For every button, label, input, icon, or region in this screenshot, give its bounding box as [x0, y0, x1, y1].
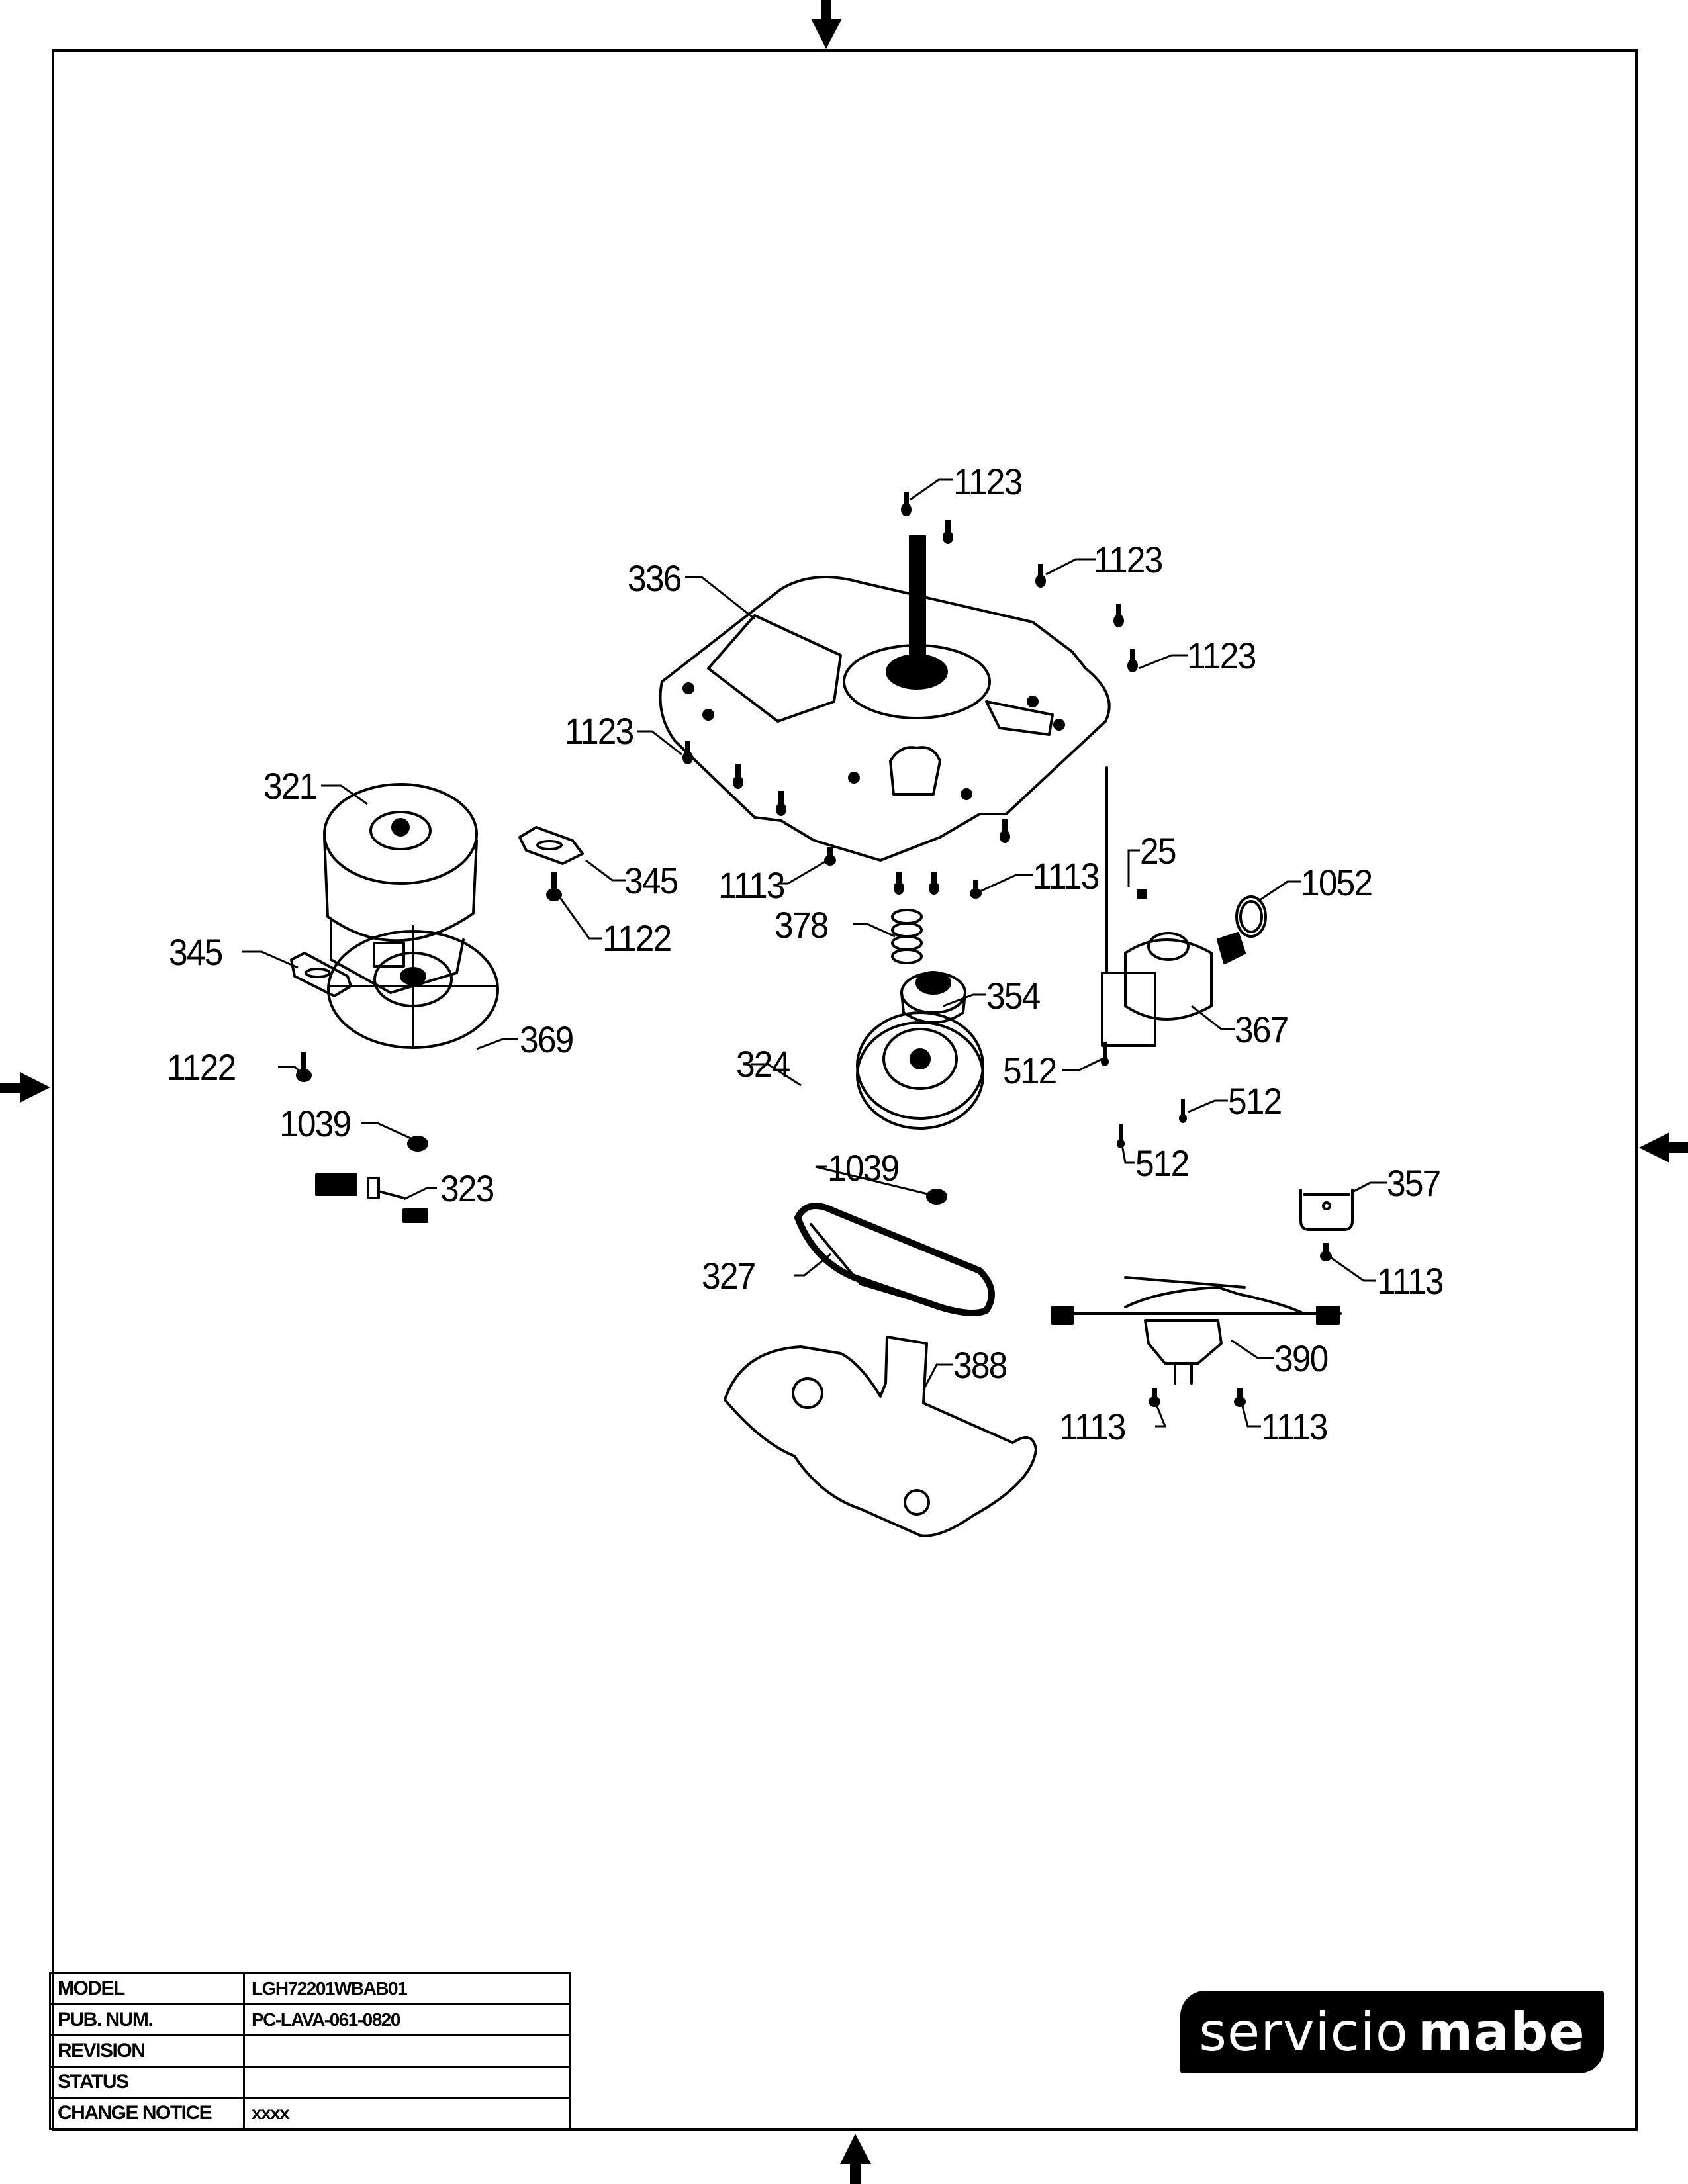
callout-512-c[interactable]: 512 [1135, 1142, 1190, 1184]
screw-512-a [1101, 1042, 1109, 1066]
callout-388[interactable]: 388 [953, 1344, 1008, 1386]
callout-345-b[interactable]: 345 [169, 931, 223, 973]
callout-336[interactable]: 336 [628, 557, 682, 599]
screw-mid-1 [894, 872, 904, 895]
callout-1039-a[interactable]: 1039 [279, 1103, 352, 1144]
model-value: LGH72201WBAB01 [243, 1972, 571, 2005]
title-block-row-revision: REVISION [49, 2034, 571, 2068]
callout-1123-b[interactable]: 1123 [1094, 539, 1163, 580]
callout-1123-a[interactable]: 1123 [953, 461, 1023, 502]
callout-25[interactable]: 25 [1140, 830, 1176, 872]
callout-324[interactable]: 324 [736, 1043, 790, 1085]
pub-num-value: PC-LAVA-061-0820 [243, 2003, 571, 2036]
screw-mid-2 [929, 872, 939, 895]
title-block-row-status: STATUS [49, 2066, 571, 2099]
screw-1113-a [824, 847, 836, 866]
part-323-connector [315, 1173, 428, 1223]
callout-357[interactable]: 357 [1387, 1162, 1441, 1204]
part-367-drain-pump [1101, 766, 1246, 1047]
callout-345-a[interactable]: 345 [624, 860, 679, 901]
callout-1123-c[interactable]: 1123 [1187, 635, 1256, 676]
title-block-row-pub-num: PUB. NUM. PC-LAVA-061-0820 [49, 2003, 571, 2036]
screw-1123-c [1127, 649, 1138, 672]
callout-367[interactable]: 367 [1235, 1009, 1289, 1050]
screw-plate-1 [733, 764, 743, 789]
revision-value [243, 2034, 571, 2068]
part-1052-hose-clamp [1235, 895, 1267, 938]
part-324-transmission-pulley [856, 1011, 984, 1130]
callout-390[interactable]: 390 [1274, 1338, 1329, 1379]
part-321-motor [323, 783, 478, 994]
callout-1122-a[interactable]: 1122 [602, 917, 672, 959]
callout-321[interactable]: 321 [263, 765, 318, 807]
logo-text-light: servicio [1199, 2001, 1409, 2063]
change-notice-value: xxxx [243, 2097, 571, 2130]
leader-lines [242, 478, 1387, 1428]
part-388-belt-cover [724, 1336, 1037, 1537]
screw-512-c [1117, 1124, 1125, 1148]
callout-327[interactable]: 327 [702, 1255, 756, 1297]
screw-1113-e [1234, 1388, 1246, 1407]
fasteners [296, 492, 1332, 1407]
top-center-arrow-icon [811, 0, 842, 49]
callout-1122-b[interactable]: 1122 [167, 1046, 236, 1088]
part-378-spring [891, 909, 923, 964]
title-block-row-change-notice: CHANGE NOTICE xxxx [49, 2097, 571, 2130]
bottom-center-arrow-icon [840, 2134, 871, 2184]
screw-1123-b [1035, 564, 1046, 588]
callout-512-a[interactable]: 512 [1003, 1050, 1057, 1091]
screw-1113-b [970, 880, 982, 899]
screw-1113-c [1320, 1243, 1332, 1261]
part-390-shift-actuator [1051, 1276, 1342, 1385]
left-center-arrow-icon [0, 1072, 50, 1103]
part-354-clutch [900, 971, 966, 1024]
revision-key: REVISION [49, 2034, 245, 2068]
callout-1113-a[interactable]: 1113 [718, 864, 785, 906]
title-block-row-model: MODEL LGH72201WBAB01 [49, 1972, 571, 2005]
screw-1113-d [1149, 1388, 1160, 1407]
model-key: MODEL [49, 1972, 245, 2005]
servicio-mabe-logo: servicio mabe [1180, 1991, 1604, 2073]
part-327-belt [794, 1203, 995, 1316]
bolt-1122-b [296, 1052, 312, 1082]
callout-354[interactable]: 354 [986, 975, 1041, 1017]
callout-1113-c[interactable]: 1113 [1377, 1260, 1444, 1302]
logo-text-bold: mabe [1417, 2001, 1585, 2063]
part-336-base-plate [659, 535, 1111, 862]
callout-1039-b[interactable]: 1039 [827, 1147, 900, 1189]
screw-1123-unlabeled-2 [1113, 604, 1124, 627]
screw-512-b [1179, 1099, 1187, 1123]
status-value [243, 2066, 571, 2099]
callout-512-b[interactable]: 512 [1228, 1080, 1282, 1122]
part-345-pad-upper [518, 826, 584, 865]
screw-plate-3 [1000, 819, 1010, 843]
bolt-1122-a [546, 872, 562, 901]
status-key: STATUS [49, 2066, 245, 2099]
callout-1123-d[interactable]: 1123 [565, 710, 634, 752]
part-369-motor-pulley [327, 925, 499, 1049]
callout-1052[interactable]: 1052 [1301, 862, 1373, 903]
screw-1123-a [901, 492, 912, 516]
title-block-table: MODEL LGH72201WBAB01 PUB. NUM. PC-LAVA-0… [49, 1972, 571, 2130]
part-357-bracket [1299, 1189, 1354, 1231]
pub-num-key: PUB. NUM. [49, 2003, 245, 2036]
callout-1113-d[interactable]: 1113 [1059, 1406, 1126, 1447]
callout-323[interactable]: 323 [440, 1167, 494, 1209]
right-center-arrow-icon [1639, 1132, 1688, 1163]
callout-378[interactable]: 378 [774, 904, 829, 946]
callout-1113-e[interactable]: 1113 [1261, 1406, 1328, 1447]
screw-plate-2 [776, 791, 786, 816]
screw-1123-unlabeled-1 [943, 520, 953, 544]
drawing-frame [52, 49, 1638, 2131]
change-notice-key: CHANGE NOTICE [49, 2097, 245, 2130]
callout-1113-b[interactable]: 1113 [1033, 855, 1100, 897]
part-25-clip [1137, 889, 1147, 899]
screw-1123-d [682, 741, 693, 764]
callout-369[interactable]: 369 [520, 1019, 574, 1060]
